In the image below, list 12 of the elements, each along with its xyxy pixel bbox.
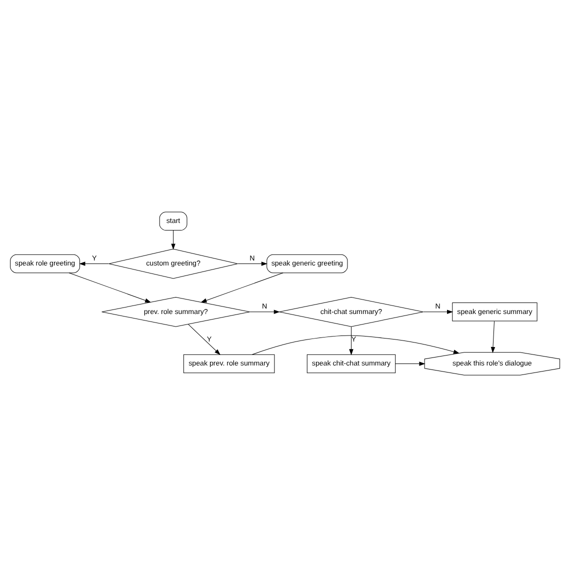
arrow — [79, 261, 110, 266]
arrow — [171, 230, 176, 250]
arrow — [252, 334, 460, 354]
arrow — [68, 272, 152, 302]
arrow — [200, 272, 284, 302]
arrow — [250, 309, 280, 314]
arrow — [188, 323, 220, 355]
arrow — [395, 361, 426, 366]
arrow — [238, 261, 268, 266]
arrow — [423, 309, 454, 314]
arrow — [349, 326, 354, 355]
arrow — [490, 320, 496, 353]
